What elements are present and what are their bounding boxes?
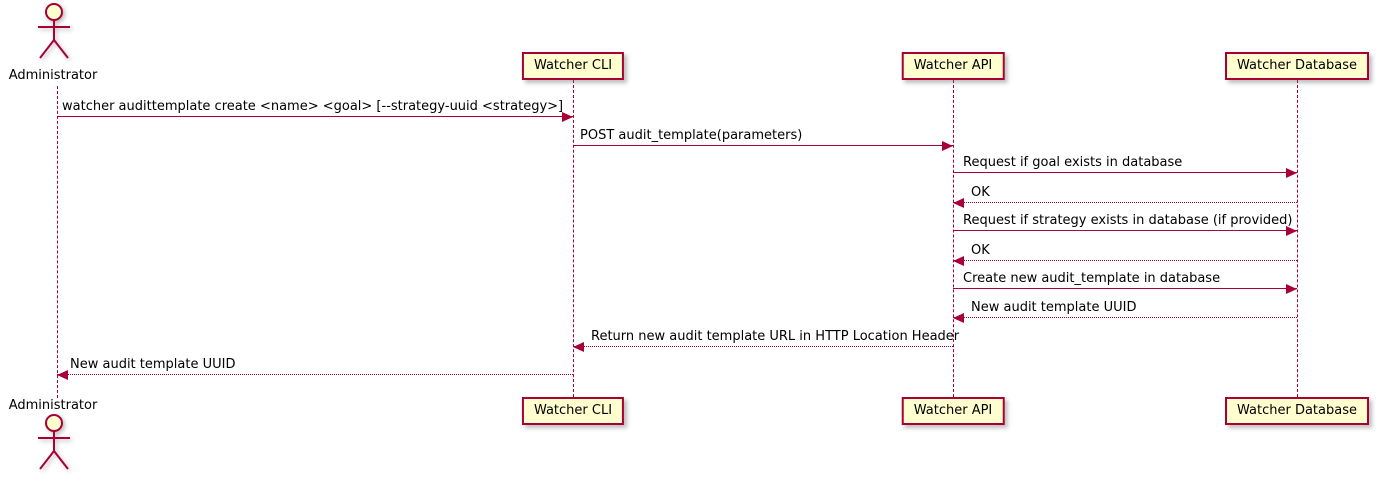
message-ok-goal: OK (953, 182, 1297, 208)
arrowhead-icon (1286, 168, 1297, 178)
message-label: Request if goal exists in database (963, 155, 1183, 170)
message-arrow-line (953, 260, 1297, 261)
lifeline-watcher-cli (573, 80, 574, 397)
lifeline-watcher-api (953, 80, 954, 397)
arrowhead-icon (1286, 284, 1297, 294)
administrator-label-bottom: Administrator (8, 398, 98, 413)
message-label: watcher audittemplate create <name> <goa… (62, 99, 564, 114)
lifeline-watcher-database (1297, 80, 1298, 397)
message-arrow-line (953, 202, 1297, 203)
message-arrow-line (573, 346, 953, 347)
arrowhead-icon (57, 370, 68, 380)
message-request-goal-exists: Request if goal exists in database (953, 152, 1297, 178)
message-label: OK (971, 243, 990, 258)
message-create-audittemplate: watcher audittemplate create <name> <goa… (57, 96, 573, 122)
message-arrow-line (953, 172, 1297, 173)
arrowhead-icon (942, 141, 953, 151)
message-arrow-line (573, 145, 953, 146)
message-arrow-line (953, 317, 1297, 318)
message-label: New audit template UUID (971, 300, 1137, 315)
arrowhead-icon (573, 342, 584, 352)
administrator-actor-icon-bottom (38, 414, 70, 470)
message-arrow-line (953, 230, 1297, 231)
message-post-audit-template: POST audit_template(parameters) (573, 125, 953, 151)
message-label: OK (971, 185, 990, 200)
participant-watcher-cli-top: Watcher CLI (521, 52, 625, 80)
message-new-audit-template-uuid-db: New audit template UUID (953, 297, 1297, 323)
administrator-actor-icon (38, 3, 70, 59)
message-request-strategy-exists: Request if strategy exists in database (… (953, 210, 1297, 236)
participant-watcher-database-bottom: Watcher Database (1225, 397, 1369, 425)
arrowhead-icon (953, 313, 964, 323)
participant-watcher-api-bottom: Watcher API (901, 397, 1005, 425)
message-create-new-audit-template: Create new audit_template in database (953, 268, 1297, 294)
arrowhead-icon (562, 112, 573, 122)
message-new-audit-template-uuid-admin: New audit template UUID (57, 354, 573, 380)
message-arrow-line (57, 374, 573, 375)
message-arrow-line (953, 288, 1297, 289)
participant-watcher-cli-bottom: Watcher CLI (521, 397, 625, 425)
message-label: POST audit_template(parameters) (580, 128, 803, 143)
lifeline-administrator (57, 86, 58, 398)
message-label: Create new audit_template in database (963, 271, 1221, 286)
participant-watcher-database-top: Watcher Database (1225, 52, 1369, 80)
administrator-label-top: Administrator (8, 68, 98, 83)
arrowhead-icon (953, 256, 964, 266)
arrowhead-icon (953, 198, 964, 208)
message-arrow-line (57, 116, 573, 117)
arrowhead-icon (1286, 226, 1297, 236)
message-ok-strategy: OK (953, 240, 1297, 266)
message-label: Return new audit template URL in HTTP Lo… (591, 329, 960, 344)
message-label: New audit template UUID (70, 357, 236, 372)
participant-watcher-api-top: Watcher API (901, 52, 1005, 80)
message-return-url-location-header: Return new audit template URL in HTTP Lo… (573, 326, 959, 352)
message-label: Request if strategy exists in database (… (963, 213, 1293, 228)
